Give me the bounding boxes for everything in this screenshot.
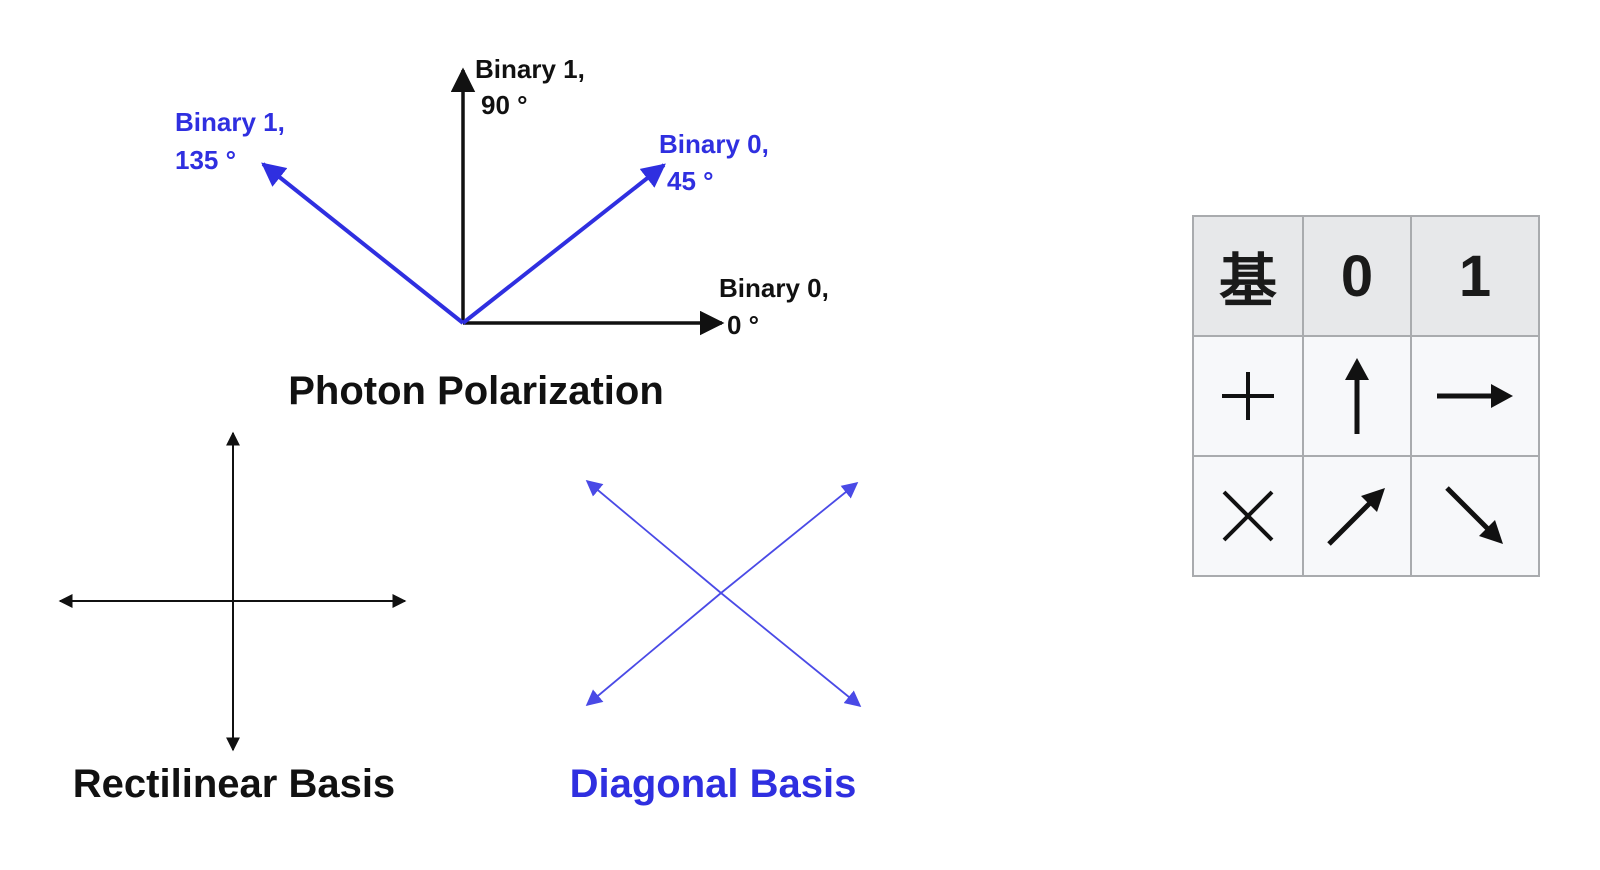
cross-icon (1222, 490, 1274, 542)
label-0-line2: 0 ° (727, 310, 759, 340)
diagonal-line-ne (720, 481, 859, 594)
diagonal-basis-title: Diagonal Basis (570, 762, 857, 806)
label-45-line2: 45 ° (667, 166, 714, 196)
header-zero: 0 (1302, 215, 1412, 337)
label-45-line1: Binary 0, (659, 129, 769, 159)
basis-table: 基 0 1 (1192, 215, 1540, 577)
arrow-down-right-icon (1445, 486, 1503, 544)
cell-rectilinear-one (1410, 335, 1540, 457)
vector-45-degree (461, 163, 666, 325)
label-135-line1: Binary 1, (175, 107, 285, 137)
label-135-line2: 135 ° (175, 145, 236, 175)
cell-diagonal-one (1410, 455, 1540, 577)
diagonal-line-se (720, 592, 862, 708)
label-90-line2: 90 ° (481, 90, 528, 120)
table-row (1192, 455, 1540, 577)
cell-diagonal-zero (1302, 455, 1412, 577)
cell-rectilinear-basis (1192, 335, 1304, 457)
polarization-title: Photon Polarization (288, 369, 664, 413)
plus-icon (1222, 372, 1274, 420)
cell-rectilinear-zero (1302, 335, 1412, 457)
header-basis: 基 (1192, 215, 1304, 337)
arrow-up-icon (1345, 358, 1369, 434)
rectilinear-basis-diagram: Rectilinear Basis (58, 431, 407, 806)
arrow-right-icon (1437, 384, 1513, 408)
polarization-diagram: Binary 1, 90 ° Binary 1, 135 ° Binary 0,… (175, 54, 829, 413)
label-0-line1: Binary 0, (719, 273, 829, 303)
label-90-line1: Binary 1, (475, 54, 585, 84)
cell-diagonal-basis (1192, 455, 1304, 577)
diagram-canvas: Binary 1, 90 ° Binary 1, 135 ° Binary 0,… (58, 54, 862, 806)
vector-135-degree (261, 162, 465, 325)
diagonal-line-nw (585, 479, 722, 594)
header-one: 1 (1410, 215, 1540, 337)
table-header-row: 基 0 1 (1192, 215, 1540, 337)
diagonal-line-sw (585, 592, 722, 707)
table-row (1192, 335, 1540, 457)
arrow-up-right-icon (1327, 488, 1385, 546)
diagonal-basis-diagram: Diagonal Basis (570, 479, 862, 806)
rectilinear-basis-title: Rectilinear Basis (73, 762, 395, 806)
